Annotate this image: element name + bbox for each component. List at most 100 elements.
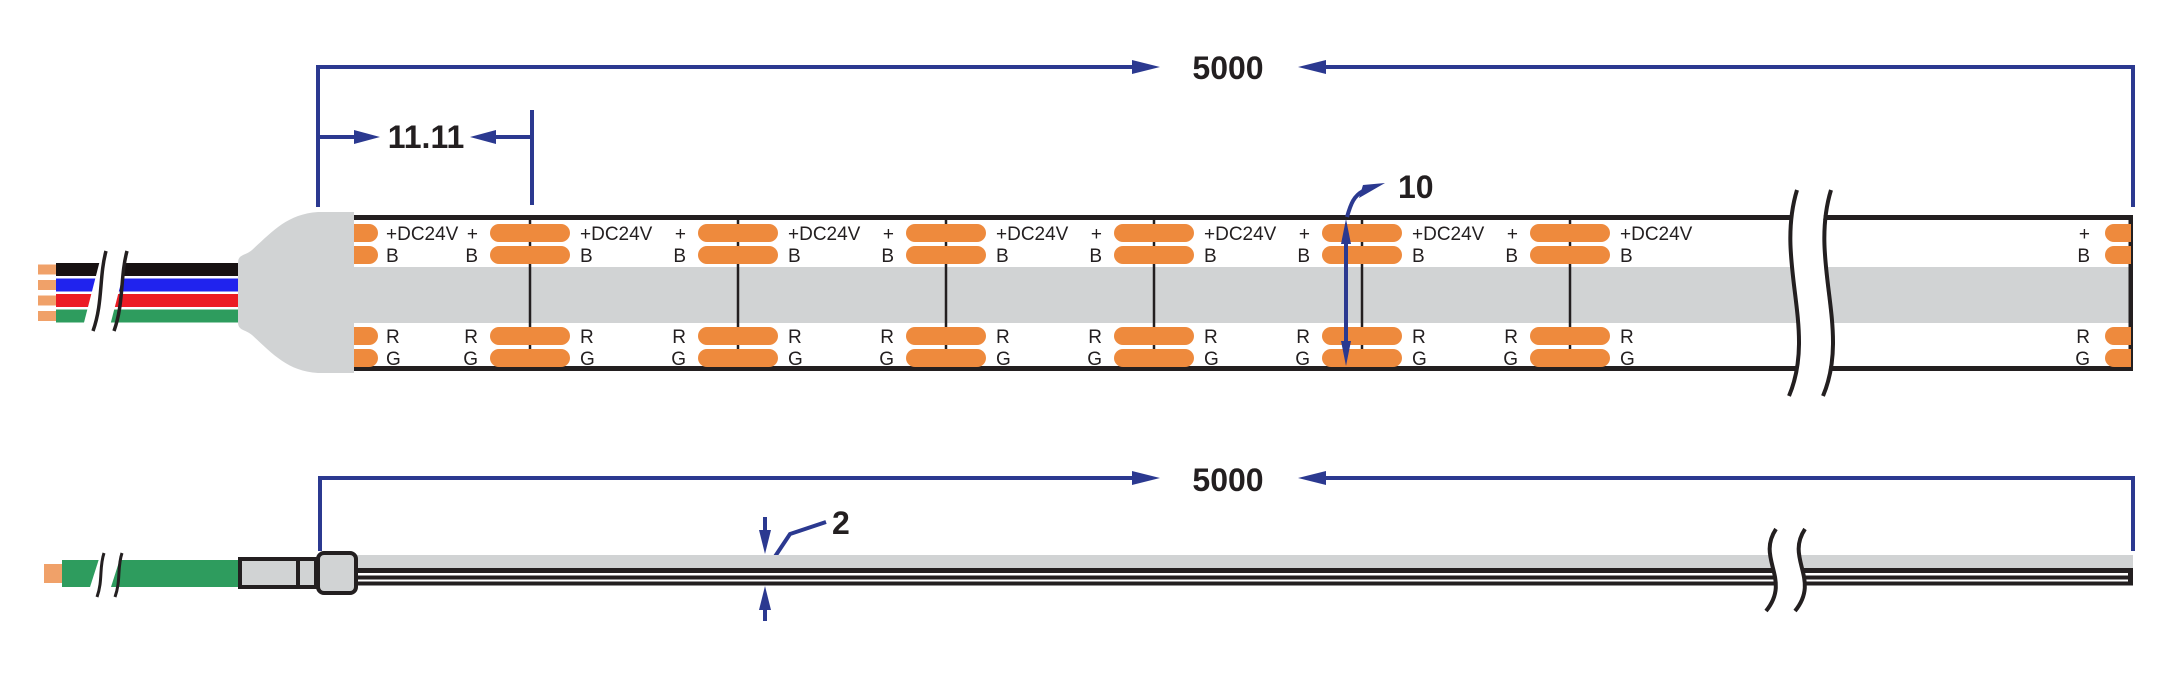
pad-label: G <box>580 349 595 370</box>
pad-label: + <box>883 224 894 245</box>
solder-pad <box>352 349 378 367</box>
profile-layer-line <box>356 575 2133 580</box>
pad-label: R <box>1504 327 1518 348</box>
solder-pad <box>906 224 986 242</box>
solder-pad <box>1530 224 1610 242</box>
wire-tip <box>38 264 56 275</box>
pad-label: B <box>465 246 478 267</box>
solder-pad <box>1530 349 1610 367</box>
solder-pad <box>1114 246 1194 264</box>
pad-label: R <box>1412 327 1426 348</box>
dimension-top-length: 5000 <box>316 50 2135 207</box>
pad-label: + <box>467 224 478 245</box>
pad-label: B <box>1505 246 1518 267</box>
solder-pad <box>1114 224 1194 242</box>
solder-pad <box>490 224 570 242</box>
pad-label: R <box>672 327 686 348</box>
solder-pad <box>1322 349 1402 367</box>
solder-pad <box>1322 224 1402 242</box>
arrowhead-right-icon <box>354 130 380 144</box>
solder-pad <box>1530 327 1610 345</box>
pad-label: R <box>996 327 1010 348</box>
solder-pad <box>698 224 778 242</box>
connector-block-round <box>316 551 358 595</box>
connector-block <box>238 557 300 589</box>
wire-blue <box>56 278 240 292</box>
arrowhead-left-icon <box>1298 60 1326 74</box>
pad-label: +DC24V <box>1620 224 1693 245</box>
pad-label: R <box>1088 327 1102 348</box>
end-pads <box>2105 224 2131 367</box>
dimension-thickness: 2 <box>759 505 850 621</box>
solder-pad <box>2105 246 2131 264</box>
wire-green <box>62 560 242 587</box>
wire-green <box>56 309 240 323</box>
solder-pad <box>698 327 778 345</box>
pad-label: +DC24V <box>996 224 1069 245</box>
pad-label: + <box>1091 224 1102 245</box>
strip-top-border <box>346 215 2133 220</box>
input-wires <box>38 250 240 336</box>
connector-block-small <box>296 557 318 589</box>
pad-label: G <box>2075 349 2090 370</box>
connector-end-cap <box>238 212 354 373</box>
pad-label: B <box>1297 246 1310 267</box>
strip-body <box>346 215 2133 371</box>
pad-label: +DC24V <box>1412 224 1485 245</box>
pad-label: B <box>881 246 894 267</box>
pad-label: +DC24V <box>386 224 459 245</box>
solder-pad <box>490 349 570 367</box>
arrowhead-up-icon <box>1341 219 1351 244</box>
pad-label: R <box>580 327 594 348</box>
pad-label: +DC24V <box>1204 224 1277 245</box>
wire-tip <box>38 280 56 290</box>
solder-pad <box>490 246 570 264</box>
end-labels: + B R G <box>2075 224 2090 370</box>
strip-end-border <box>2128 215 2133 371</box>
wire-tip <box>38 295 56 306</box>
pad-label: G <box>386 349 401 370</box>
dimension-value: 11.11 <box>388 119 465 155</box>
arrowhead-down-icon <box>1341 341 1351 366</box>
solder-pad <box>2105 224 2131 242</box>
profile-layer-line <box>356 568 2133 573</box>
pad-label: R <box>2076 327 2090 348</box>
arrowhead-right-icon <box>1132 471 1160 485</box>
pad-label: R <box>880 327 894 348</box>
solder-pad <box>352 224 378 242</box>
strip-break-symbol <box>1764 518 1807 619</box>
solder-pad <box>906 246 986 264</box>
wire-tip <box>44 564 62 583</box>
arrowhead-down-icon <box>759 530 771 554</box>
pad-label: G <box>1412 349 1427 370</box>
pad-label: R <box>464 327 478 348</box>
side-connector <box>238 551 358 595</box>
cut-segments: +BRG+DC24VBRG+BRG+DC24VBRG+BRG+DC24VBRG+… <box>463 220 1693 370</box>
solder-pad <box>698 349 778 367</box>
arrowhead-left-icon <box>1298 471 1326 485</box>
wire-black <box>56 263 240 276</box>
solder-pad <box>906 327 986 345</box>
side-view <box>44 518 2133 619</box>
pad-label: R <box>788 327 802 348</box>
pad-label: +DC24V <box>580 224 653 245</box>
pad-label: G <box>1295 349 1310 370</box>
start-labels: +DC24V B R G <box>386 224 459 370</box>
pad-label: B <box>673 246 686 267</box>
dimension-value: 10 <box>1398 169 1434 205</box>
wire-tip <box>38 311 56 321</box>
solder-pad <box>352 327 378 345</box>
arrowhead-right-icon <box>1132 60 1160 74</box>
dimension-value: 5000 <box>1192 50 1263 86</box>
dimension-side-length: 5000 <box>318 462 2135 551</box>
arrowhead-up-icon <box>759 586 771 610</box>
strip-middle-band <box>346 267 2133 323</box>
pad-label: G <box>996 349 1011 370</box>
wire-break-symbol <box>87 547 124 602</box>
pad-label: B <box>1620 246 1633 267</box>
pad-label: R <box>1620 327 1634 348</box>
